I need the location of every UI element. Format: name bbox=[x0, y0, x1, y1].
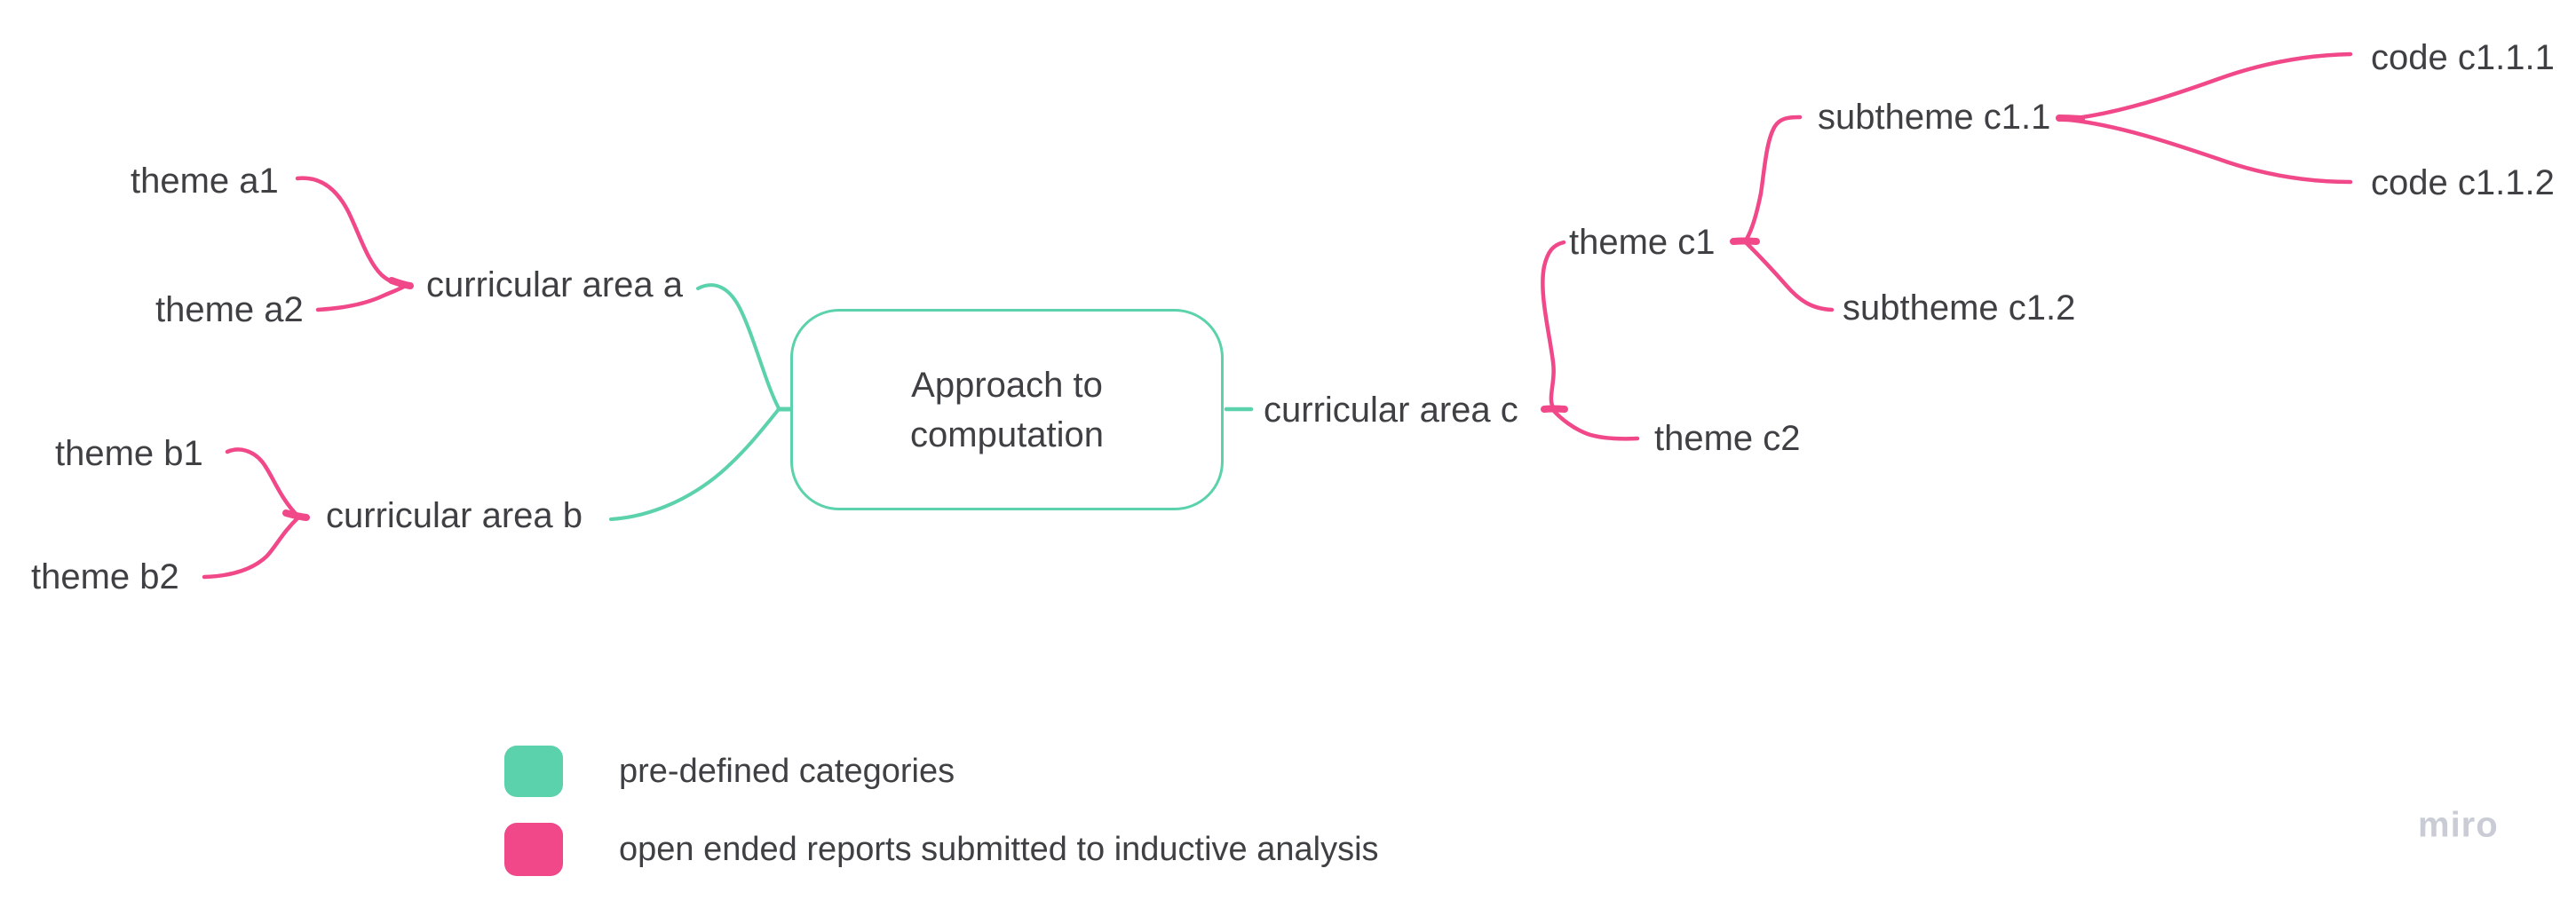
legend-swatch-predefined[interactable] bbox=[504, 746, 563, 797]
node-theme-c2[interactable]: theme c2 bbox=[1654, 419, 1801, 459]
node-theme-b2[interactable]: theme b2 bbox=[31, 557, 179, 597]
node-curricular-area-a[interactable]: curricular area a bbox=[426, 265, 684, 305]
node-theme-c1[interactable]: theme c1 bbox=[1569, 223, 1716, 263]
node-curricular-area-b[interactable]: curricular area b bbox=[326, 496, 583, 536]
connector-theme-a2 bbox=[315, 283, 408, 312]
node-theme-b1[interactable]: theme b1 bbox=[55, 434, 203, 474]
connector-theme-c1 bbox=[1541, 240, 1566, 410]
connector-curricular-area-b bbox=[609, 407, 781, 521]
connector-theme-b2 bbox=[202, 515, 301, 580]
node-curricular-area-c[interactable]: curricular area c bbox=[1264, 391, 1518, 430]
node-code-c111[interactable]: code c1.1.1 bbox=[2371, 38, 2555, 78]
root-node[interactable]: Approach to computation bbox=[790, 309, 1224, 510]
connector-code-c112 bbox=[2066, 117, 2353, 185]
miro-logo: miro bbox=[2418, 805, 2499, 845]
connector-code-c111 bbox=[2066, 51, 2353, 122]
junction-c-tail bbox=[1541, 405, 1568, 413]
connector-theme-b1 bbox=[225, 447, 301, 519]
junction-c1-tail bbox=[1730, 237, 1760, 245]
root-node-label: Approach to computation bbox=[910, 365, 1104, 454]
junction-c11-tail bbox=[2056, 114, 2085, 122]
junction-a-tail bbox=[388, 277, 414, 289]
connector-theme-a1 bbox=[295, 176, 408, 288]
legend-label-inductive[interactable]: open ended reports submitted to inductiv… bbox=[619, 830, 1379, 868]
junction-b-tail bbox=[282, 509, 310, 521]
node-code-c112[interactable]: code c1.1.2 bbox=[2371, 163, 2555, 203]
connector-theme-c2 bbox=[1550, 407, 1640, 441]
predefined-color-swatch bbox=[504, 746, 563, 797]
connector-subtheme-c12 bbox=[1743, 240, 1835, 312]
inductive-color-swatch bbox=[504, 823, 563, 876]
legend-item-predefined: pre-defined categories bbox=[504, 746, 955, 797]
legend-swatch-inductive[interactable] bbox=[504, 823, 563, 876]
connector-subtheme-c11 bbox=[1743, 114, 1803, 243]
node-subtheme-c12[interactable]: subtheme c1.2 bbox=[1843, 288, 2076, 328]
node-theme-a2[interactable]: theme a2 bbox=[155, 290, 304, 330]
connector-curricular-area-a bbox=[696, 283, 781, 410]
legend-item-inductive: open ended reports submitted to inductiv… bbox=[504, 823, 1379, 876]
legend-label-predefined[interactable]: pre-defined categories bbox=[619, 752, 955, 790]
node-theme-a1[interactable]: theme a1 bbox=[131, 162, 279, 201]
node-subtheme-c11[interactable]: subtheme c1.1 bbox=[1818, 98, 2051, 138]
